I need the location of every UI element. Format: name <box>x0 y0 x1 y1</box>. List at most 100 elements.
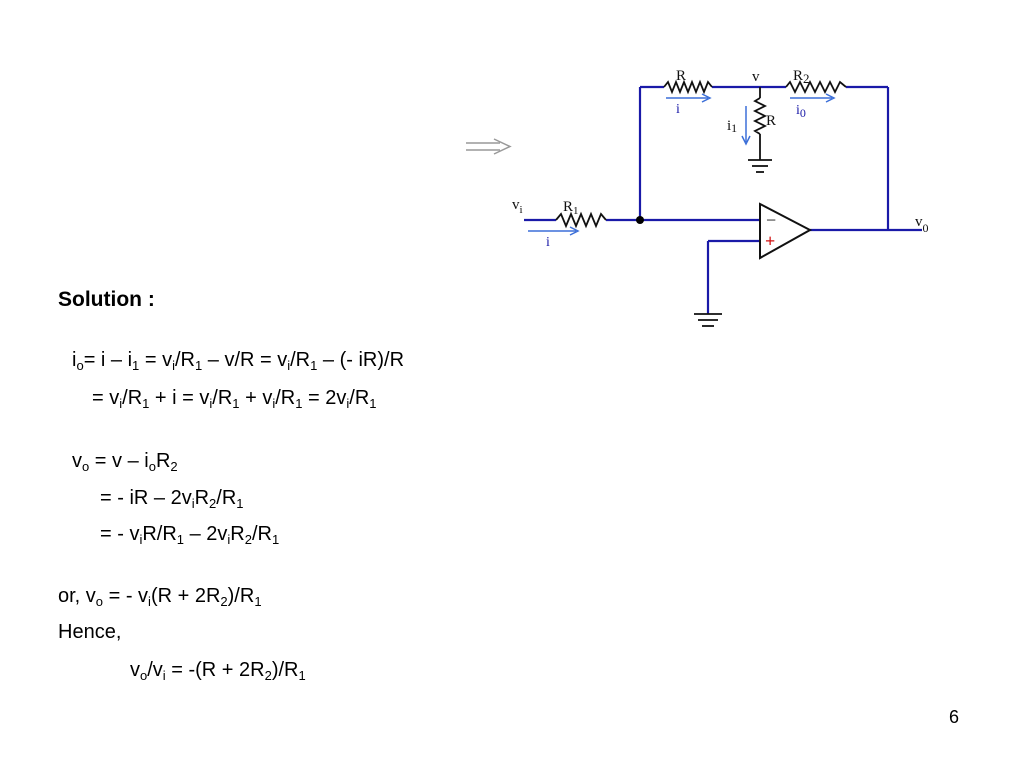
equation-text: R <box>230 523 245 545</box>
subscript: i <box>209 396 213 411</box>
equation-line: vo/vi = -(R + 2R2)/R1 <box>130 658 306 682</box>
equation-text: = v – i <box>89 450 149 472</box>
equation-line: = vi/R1 + i = vi/R1 + vi/R1 = 2vi/R1 <box>92 386 377 410</box>
equation-text: /R <box>212 387 233 409</box>
subscript: 1 <box>310 358 318 373</box>
page-number: 6 <box>949 707 960 727</box>
subscript: 2 <box>209 496 217 511</box>
equation-text: – 2v <box>184 523 228 545</box>
equation-text: = -(R + 2R <box>165 659 265 681</box>
equation-text: = i – i <box>83 349 133 371</box>
equation-text: /v <box>147 659 163 681</box>
current-arrows <box>528 93 836 236</box>
equation-text: R <box>194 487 210 509</box>
subscript: o <box>148 459 156 474</box>
circuit-wires <box>524 85 922 314</box>
subscript: 2 <box>170 459 178 474</box>
equation-text: = v <box>92 387 120 409</box>
equation-line: = - iR – 2viR2/R1 <box>100 486 244 510</box>
subscript: i <box>346 396 350 411</box>
subscript: 1 <box>295 396 303 411</box>
label-i1: i1 <box>727 118 737 135</box>
equation-text: Hence, <box>58 621 122 643</box>
label-v-node: v <box>752 69 760 85</box>
label-v0: v0 <box>915 214 929 235</box>
label-i-top: i <box>676 102 680 117</box>
subscript: 1 <box>142 396 150 411</box>
solution-heading: Solution : <box>58 288 155 311</box>
ground-symbols <box>694 159 772 327</box>
equation-text: )/R <box>227 585 255 607</box>
equation-text: /R <box>174 349 195 371</box>
subscript: 1 <box>176 532 185 547</box>
equation-text: + v <box>239 387 273 409</box>
equation-line: or, vo = - vi(R + 2R2)/R1 <box>58 584 262 608</box>
equation-text: R/R <box>142 523 177 545</box>
subscript: o <box>140 668 148 683</box>
plus-sign: + <box>765 231 775 251</box>
equation-text: – (- iR)/R <box>317 349 405 371</box>
equation-text: )/R <box>271 659 299 681</box>
equation-text: (R + 2R <box>150 585 221 607</box>
equation-text: or, v <box>58 585 96 607</box>
subscript: 1 <box>132 358 140 373</box>
equation-text: v <box>72 450 82 472</box>
resistor-r-top <box>663 79 713 95</box>
subscript: 1 <box>271 532 280 547</box>
subscript: o <box>76 358 84 373</box>
subscript: 1 <box>298 668 306 683</box>
equation-text: /R <box>251 523 272 545</box>
equation-text: – v/R = v <box>202 349 288 371</box>
subscript: i <box>287 358 291 373</box>
equation-text: = - v <box>103 585 149 607</box>
subscript: i <box>172 358 175 373</box>
label-r-shunt: R <box>766 113 776 129</box>
equation-line: Hence, <box>58 620 121 644</box>
subscript: i <box>162 668 166 683</box>
equation-text: /R <box>122 387 143 409</box>
label-vi: vi <box>512 197 523 216</box>
subscript: i <box>139 532 143 547</box>
equation-text: /R <box>349 387 370 409</box>
subscript: 1 <box>232 396 240 411</box>
equation-text: i <box>72 349 77 371</box>
equation-line: = - viR/R1 – 2viR2/R1 <box>100 522 279 546</box>
subscript: i <box>148 594 151 609</box>
subscript: i <box>227 532 231 547</box>
subscript: 1 <box>194 358 203 373</box>
implies-arrow <box>466 138 512 155</box>
resistors <box>555 79 847 229</box>
subscript: o <box>95 594 104 609</box>
junction-dot <box>636 216 644 224</box>
equation-text: /R <box>275 387 296 409</box>
equation-text: /R <box>216 487 237 509</box>
label-r2: R2 <box>793 68 810 86</box>
equation-text: = v <box>139 349 173 371</box>
equation-text: + i = v <box>149 387 210 409</box>
resistor-r1 <box>555 211 607 229</box>
subscript: 2 <box>220 594 228 609</box>
subscript: 1 <box>254 594 262 609</box>
equation-text: v <box>130 659 140 681</box>
label-r-top: R <box>676 68 686 84</box>
resistor-r-shunt <box>752 97 768 135</box>
subscript: 1 <box>236 496 244 511</box>
subscript: i <box>272 396 276 411</box>
equation-text: = 2v <box>302 387 347 409</box>
subscript: 1 <box>369 396 377 411</box>
subscript: 2 <box>264 668 272 683</box>
equation-text: /R <box>290 349 311 371</box>
equation-line: io= i – i1 = vi/R1 – v/R = vi/R1 – (- iR… <box>72 348 404 372</box>
subscript: 2 <box>244 532 252 547</box>
equation-text: R <box>155 450 171 472</box>
minus-sign: − <box>766 210 776 230</box>
label-i0: i0 <box>796 103 806 120</box>
subscript: i <box>119 396 123 411</box>
label-r1: R1 <box>563 199 579 217</box>
equation-text: = - iR – 2v <box>100 487 192 509</box>
label-i-input: i <box>546 235 550 250</box>
opamp-triangle <box>759 202 813 260</box>
equation-line: vo = v – ioR2 <box>72 449 178 473</box>
